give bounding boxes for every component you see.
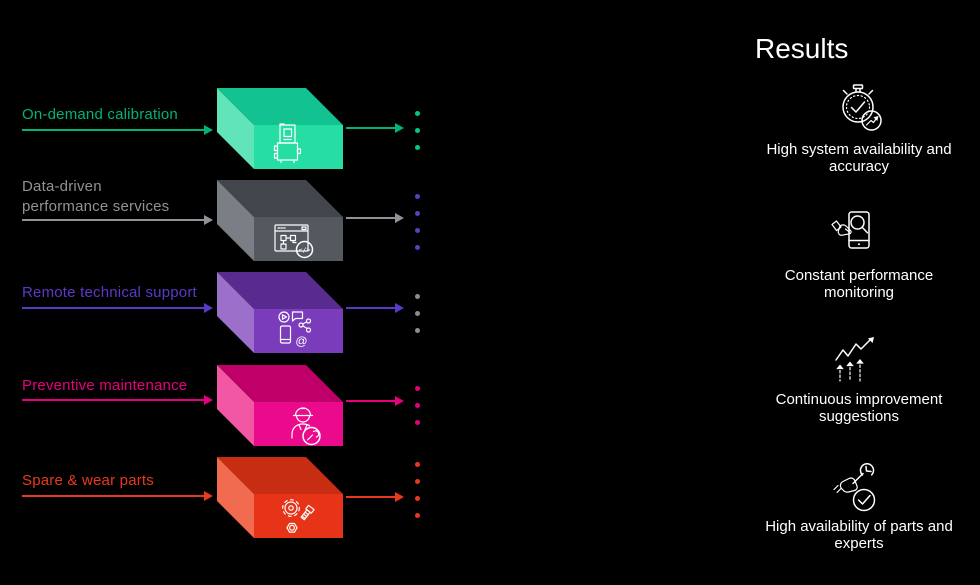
connector-line bbox=[346, 127, 395, 129]
service-box-data-driven bbox=[217, 180, 343, 261]
dashboard-code-icon: </> bbox=[273, 222, 319, 262]
label-arrow-line bbox=[22, 495, 204, 497]
arrow-right-icon bbox=[204, 491, 213, 501]
arrow-right-icon bbox=[395, 396, 404, 406]
arrow-right-icon bbox=[395, 492, 404, 502]
maintenance-worker-icon bbox=[282, 403, 324, 447]
connector-dot bbox=[415, 328, 420, 333]
service-box-remote-support bbox=[217, 272, 343, 353]
stopwatch-growth-icon bbox=[833, 82, 885, 134]
service-label-preventive: Preventive maintenance bbox=[22, 377, 188, 394]
connector-line bbox=[346, 496, 395, 498]
growth-chart-icon bbox=[831, 337, 874, 383]
wrench-check-icon bbox=[828, 460, 884, 516]
arrow-right-icon bbox=[395, 123, 404, 133]
connector-dot bbox=[415, 245, 420, 250]
service-label-spare-parts: Spare & wear parts bbox=[22, 472, 154, 489]
arrow-right-icon bbox=[395, 303, 404, 313]
spare-parts-icon bbox=[278, 496, 320, 536]
connector-dot bbox=[415, 513, 420, 518]
connector-dot bbox=[415, 228, 420, 233]
connector-dot bbox=[415, 403, 420, 408]
connector-dot bbox=[415, 294, 420, 299]
label-arrow-line bbox=[22, 307, 204, 309]
result-caption: Continuous improvement suggestions bbox=[775, 391, 943, 425]
connector-line bbox=[346, 217, 395, 219]
connector-dot bbox=[415, 462, 420, 467]
service-label-calibration: On-demand calibration bbox=[22, 106, 178, 123]
result-caption: Constant performance monitoring bbox=[784, 267, 934, 301]
connector-line bbox=[346, 307, 395, 309]
connector-dot bbox=[415, 145, 420, 150]
connector-dot bbox=[415, 496, 420, 501]
results-title: Results bbox=[755, 33, 849, 64]
label-arrow-line bbox=[22, 219, 204, 221]
connector-dot bbox=[415, 311, 420, 316]
connector-dot bbox=[415, 386, 420, 391]
arrow-right-icon bbox=[204, 395, 213, 405]
service-box-spare-parts bbox=[217, 457, 343, 538]
arrow-right-icon bbox=[204, 303, 213, 313]
label-arrow-line bbox=[22, 129, 204, 131]
result-caption: High availability of parts and experts bbox=[765, 518, 953, 552]
result-caption: High system availability and accuracy bbox=[766, 141, 952, 175]
service-label-remote-support: Remote technical support bbox=[22, 284, 197, 301]
connector-dot bbox=[415, 194, 420, 199]
service-box-preventive bbox=[217, 365, 343, 446]
arrow-right-icon bbox=[395, 213, 404, 223]
connector-line bbox=[346, 400, 395, 402]
service-label-data-driven: Data-driven performance services bbox=[22, 178, 170, 215]
media-communication-icon: @ bbox=[275, 309, 319, 348]
connector-dot bbox=[415, 211, 420, 216]
arrow-right-icon bbox=[204, 125, 213, 135]
connector-dot bbox=[415, 420, 420, 425]
connector-dot bbox=[415, 479, 420, 484]
arrow-right-icon bbox=[204, 215, 213, 225]
label-arrow-line bbox=[22, 399, 204, 401]
connector-dot bbox=[415, 111, 420, 116]
device-monitoring-icon bbox=[828, 209, 880, 259]
calibration-instrument-icon bbox=[270, 121, 306, 167]
svg-text:</>: </> bbox=[299, 246, 311, 254]
svg-text:@: @ bbox=[295, 334, 307, 348]
connector-dot bbox=[415, 128, 420, 133]
